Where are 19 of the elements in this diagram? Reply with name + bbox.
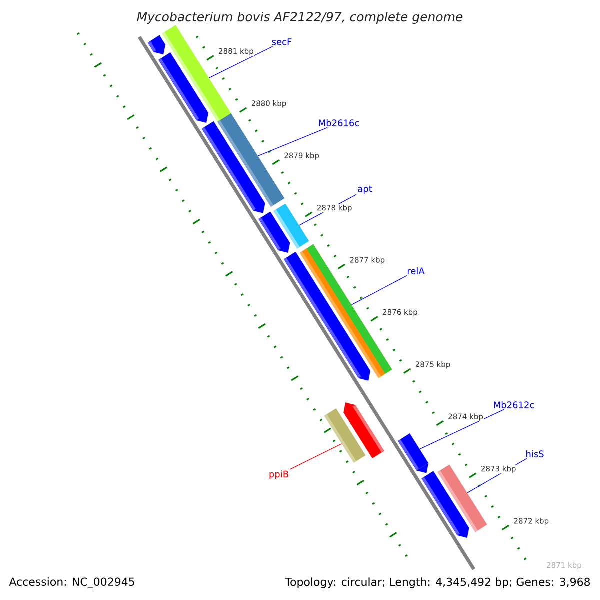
gene-bar bbox=[324, 408, 366, 463]
gene-label: apt bbox=[358, 186, 372, 194]
gene-label: secF bbox=[272, 38, 292, 46]
leader-line bbox=[420, 409, 504, 450]
leader-line bbox=[290, 444, 342, 470]
gene-label: hisS bbox=[526, 450, 544, 458]
gene-label: relA bbox=[408, 268, 425, 274]
genome-info-text: Topology: circular; Length: 4,345,492 bp; Genes: 3,968 bbox=[285, 578, 590, 588]
gene-label: Mb2612c bbox=[494, 402, 534, 408]
accession-text: Accession: NC_002945 bbox=[9, 578, 134, 588]
leader-line bbox=[351, 275, 408, 306]
leader-line bbox=[208, 46, 274, 78]
gene-label: ppiB bbox=[270, 470, 288, 480]
gene-feature bbox=[398, 434, 429, 474]
leader-line bbox=[258, 127, 328, 156]
title: Mycobacterium bovis AF2122/97, complete genome bbox=[137, 12, 463, 24]
gene-bar bbox=[274, 204, 310, 249]
gene-bar bbox=[218, 113, 285, 207]
gene-label: Mb2616c bbox=[319, 120, 360, 126]
